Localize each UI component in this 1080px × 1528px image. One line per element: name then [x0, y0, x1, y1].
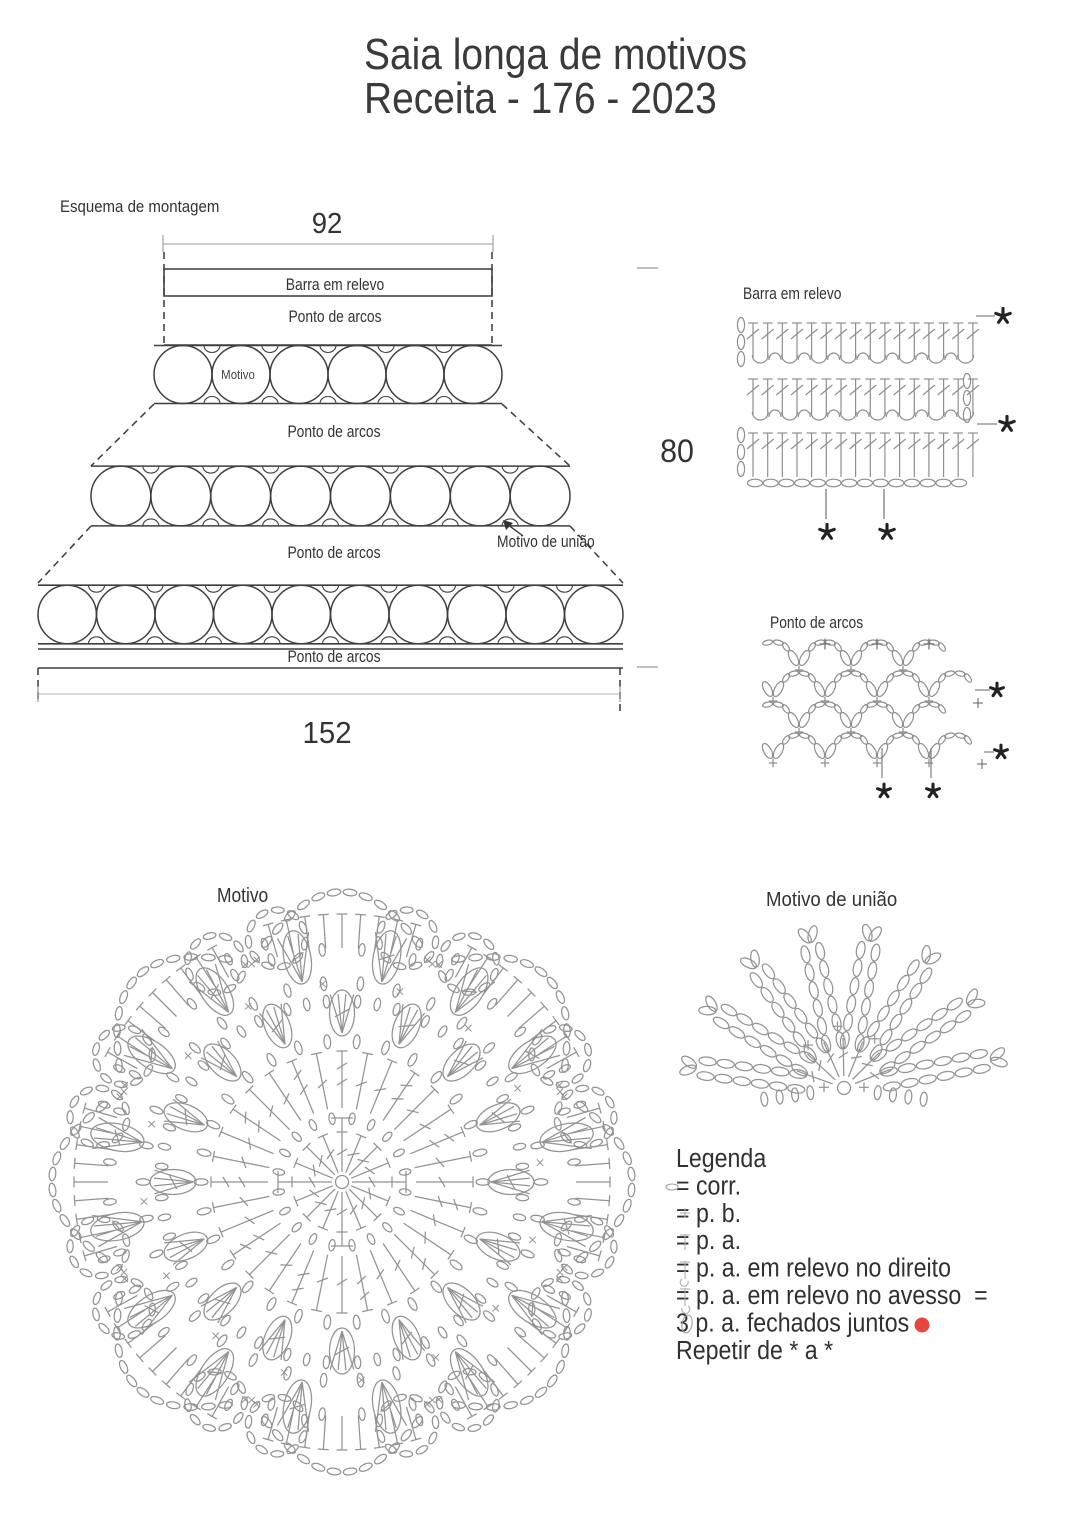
svg-text:Ponto de arcos: Ponto de arcos: [288, 308, 381, 326]
svg-text:Ponto de arcos: Ponto de arcos: [287, 648, 380, 666]
svg-text:Ponto de arcos: Ponto de arcos: [287, 423, 380, 441]
svg-text:Motivo de união: Motivo de união: [497, 533, 595, 551]
svg-text:Legenda: Legenda: [676, 1145, 767, 1173]
svg-text:152: 152: [302, 716, 351, 750]
svg-text:Ponto de arcos: Ponto de arcos: [287, 544, 380, 562]
svg-text:= p. a. em relevo no direito: = p. a. em relevo no direito: [676, 1255, 951, 1283]
svg-text:Barra em relevo: Barra em relevo: [286, 276, 384, 294]
svg-text:Motivo: Motivo: [221, 367, 255, 382]
svg-text:= p. b.: = p. b.: [676, 1200, 741, 1228]
svg-text:Repetir de * a *: Repetir de * a *: [676, 1337, 834, 1365]
svg-text:80: 80: [660, 433, 694, 469]
svg-text:92: 92: [312, 206, 343, 239]
svg-text:= p. a.: = p. a.: [676, 1227, 741, 1255]
svg-text:Esquema de montagem: Esquema de montagem: [60, 198, 219, 216]
svg-text:= corr.: = corr.: [676, 1172, 741, 1200]
svg-text:Ponto de arcos: Ponto de arcos: [770, 614, 863, 632]
svg-text:3 p. a. fechados juntos: 3 p. a. fechados juntos: [676, 1309, 909, 1337]
svg-text:= p. a. em relevo no avesso =: = p. a. em relevo no avesso =: [676, 1282, 988, 1310]
svg-text:Motivo: Motivo: [217, 884, 268, 906]
svg-text:Barra em relevo: Barra em relevo: [743, 285, 841, 303]
svg-text:Motivo de união: Motivo de união: [766, 889, 897, 911]
